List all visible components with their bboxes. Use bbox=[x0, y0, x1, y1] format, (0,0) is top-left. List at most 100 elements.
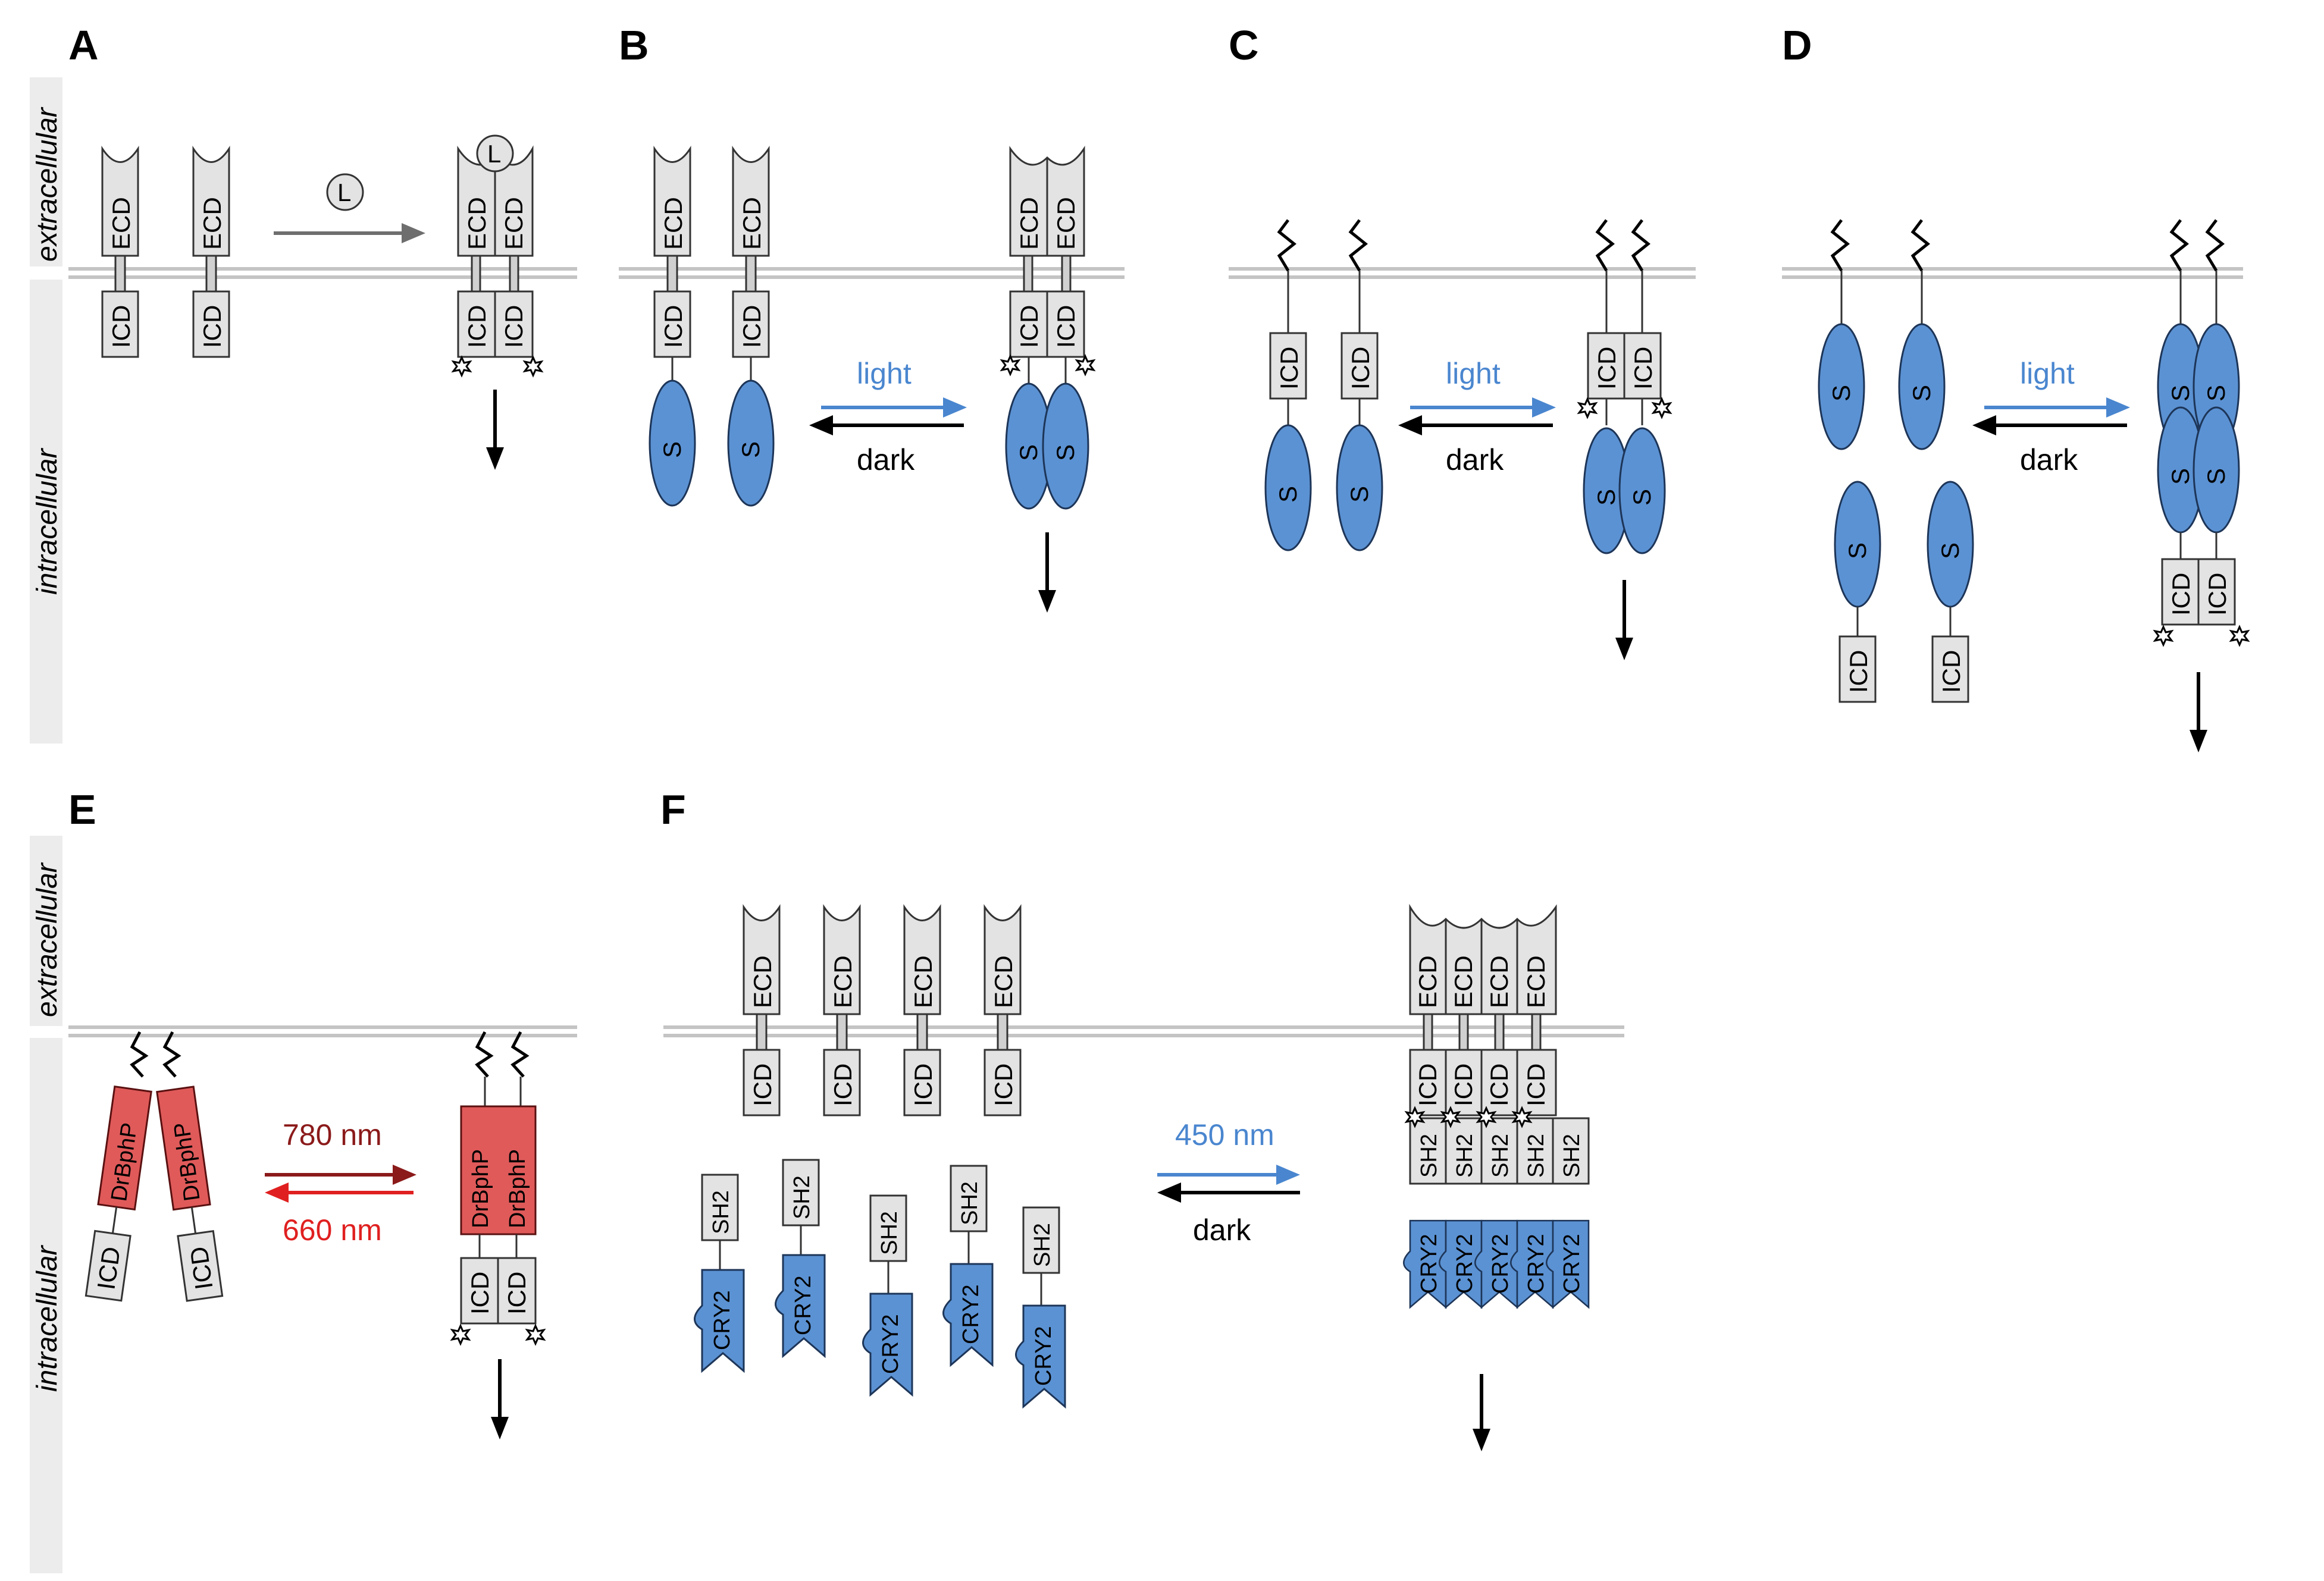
intracellular-label-top: intracellular bbox=[32, 448, 63, 595]
domain-label: ICD bbox=[659, 305, 687, 348]
domain-label: ECD bbox=[1449, 955, 1477, 1008]
domain-label: ECD bbox=[989, 955, 1017, 1008]
domain-label: ICD bbox=[2203, 573, 2231, 616]
domain-label: L bbox=[487, 140, 501, 168]
arrow-head bbox=[1972, 415, 1996, 435]
domain-label: CRY2 bbox=[959, 1284, 984, 1344]
domain-label: CRY2 bbox=[1031, 1326, 1056, 1386]
domain-label: SH2 bbox=[709, 1190, 734, 1234]
phospho-star-icon bbox=[524, 356, 543, 377]
signal-arrow-icon bbox=[486, 447, 504, 470]
phospho-star-icon bbox=[1578, 398, 1597, 418]
panel-e: DrBphP ICD DrBphP ICD 780 nm 660 nm DrBp… bbox=[84, 1031, 545, 1439]
domain-label: CRY2 bbox=[1488, 1234, 1513, 1294]
intracellular-band-top bbox=[30, 280, 62, 744]
domain-label: SH2 bbox=[877, 1211, 902, 1255]
signal-arrow-icon bbox=[491, 1417, 509, 1439]
domain-label: ICD bbox=[1346, 347, 1374, 390]
phospho-star-icon bbox=[1001, 355, 1020, 375]
domain-label: ICD bbox=[1937, 650, 1965, 693]
domain-label: S bbox=[2202, 385, 2230, 401]
arrow-head bbox=[402, 223, 425, 243]
domain-label: CRY2 bbox=[1559, 1234, 1584, 1294]
domain-label: ECD bbox=[659, 197, 687, 250]
domain-label: ICD bbox=[1015, 305, 1043, 348]
domain-label: ECD bbox=[829, 955, 857, 1008]
intracellular-band-bottom bbox=[30, 1038, 62, 1573]
extracellular-label-bottom: extracellular bbox=[32, 862, 63, 1017]
domain-label: ICD bbox=[1485, 1064, 1513, 1106]
domain-label: CRY2 bbox=[1417, 1234, 1442, 1294]
bound-ligand-icon bbox=[476, 134, 514, 172]
panel-letter-f: F bbox=[660, 786, 686, 833]
arrow-head bbox=[943, 397, 967, 418]
domain-label: ICD bbox=[198, 305, 226, 348]
arrow-head bbox=[1398, 415, 1422, 435]
domain-label: CRY2 bbox=[1524, 1234, 1549, 1294]
sh2-cry2-fusion: SH2 CRY2 bbox=[942, 1165, 994, 1366]
domain-label: ICD bbox=[1449, 1064, 1477, 1106]
signal-arrow-icon bbox=[2190, 730, 2207, 752]
domain-label: ICD bbox=[107, 305, 135, 348]
domain-label: ICD bbox=[463, 305, 491, 348]
domain-label: S bbox=[1345, 486, 1373, 503]
domain-label: 660 nm bbox=[283, 1213, 382, 1247]
panel-f: ECD ICD ECD ICD ECD ICD ECD ICD SH2 CRY2… bbox=[694, 904, 1590, 1451]
domain-label: dark bbox=[1446, 443, 1504, 476]
domain-label: ECD bbox=[1414, 955, 1442, 1008]
domain-label: S bbox=[1274, 486, 1302, 503]
sh2-cry2-fusion: SH2 CRY2 bbox=[1015, 1206, 1066, 1408]
domain-label: 780 nm bbox=[283, 1118, 382, 1152]
domain-label: S bbox=[1908, 385, 1935, 401]
domain-label: ICD bbox=[1593, 347, 1621, 390]
domain-label: ICD bbox=[1844, 650, 1872, 693]
phospho-star-icon bbox=[1076, 355, 1095, 375]
domain-label: ICD bbox=[1629, 347, 1657, 390]
domain-label: ECD bbox=[463, 197, 491, 250]
panel-b: ECD ICD S ECD ICD S light dark ECD ECD I… bbox=[649, 146, 1095, 613]
domain-label: S bbox=[658, 441, 686, 458]
arrow-head bbox=[265, 1182, 289, 1203]
domain-label: L bbox=[337, 178, 351, 206]
phospho-star-icon bbox=[1652, 398, 1671, 418]
panel-d: S S ICD S S ICD light dark S S S S bbox=[1818, 219, 2249, 752]
domain-label: S bbox=[1827, 385, 1855, 401]
arrow-head bbox=[809, 415, 833, 435]
domain-label: S bbox=[1592, 489, 1620, 506]
signal-arrow-icon bbox=[1038, 590, 1056, 613]
domain-label: S bbox=[1936, 542, 1964, 559]
arrow-head bbox=[1276, 1165, 1300, 1185]
domain-label: SH2 bbox=[1524, 1134, 1549, 1178]
membrane-top bbox=[68, 267, 2243, 279]
domain-label: ICD bbox=[2167, 573, 2195, 616]
domain-label: SH2 bbox=[1559, 1134, 1584, 1178]
domain-label: ECD bbox=[738, 197, 766, 250]
arrow-head bbox=[2106, 397, 2130, 418]
domain-label: dark bbox=[1193, 1213, 1251, 1247]
domain-label: DrBphP bbox=[468, 1149, 493, 1228]
domain-label: CRY2 bbox=[791, 1275, 816, 1335]
domain-label: ECD bbox=[107, 197, 135, 250]
domain-label: ICD bbox=[829, 1064, 857, 1106]
domain-label: SH2 bbox=[1488, 1134, 1513, 1178]
domain-label: ICD bbox=[500, 305, 528, 348]
phospho-star-icon bbox=[526, 1325, 545, 1345]
domain-label: DrBphP bbox=[505, 1149, 530, 1228]
domain-label: SH2 bbox=[1417, 1134, 1442, 1178]
domain-label: ICD bbox=[909, 1064, 937, 1106]
domain-label: SH2 bbox=[957, 1181, 982, 1225]
phospho-star-icon bbox=[2230, 626, 2249, 646]
signal-arrow-icon bbox=[1473, 1429, 1490, 1451]
domain-label: S bbox=[737, 441, 765, 458]
domain-label: ECD bbox=[1015, 197, 1043, 250]
sh2-cry2-fusion: SH2 CRY2 bbox=[775, 1159, 826, 1357]
domain-label: ICD bbox=[989, 1064, 1017, 1106]
panel-c: ICD S ICD S light dark ICD ICD S S bbox=[1264, 219, 1671, 660]
phospho-star-icon bbox=[451, 1325, 470, 1345]
extracellular-label-top: extracellular bbox=[32, 106, 63, 262]
intracellular-label-bottom: intracellular bbox=[32, 1245, 63, 1392]
domain-label: CRY2 bbox=[710, 1290, 735, 1350]
panel-letter-d: D bbox=[1782, 22, 1812, 68]
phospho-star-icon bbox=[452, 356, 471, 377]
